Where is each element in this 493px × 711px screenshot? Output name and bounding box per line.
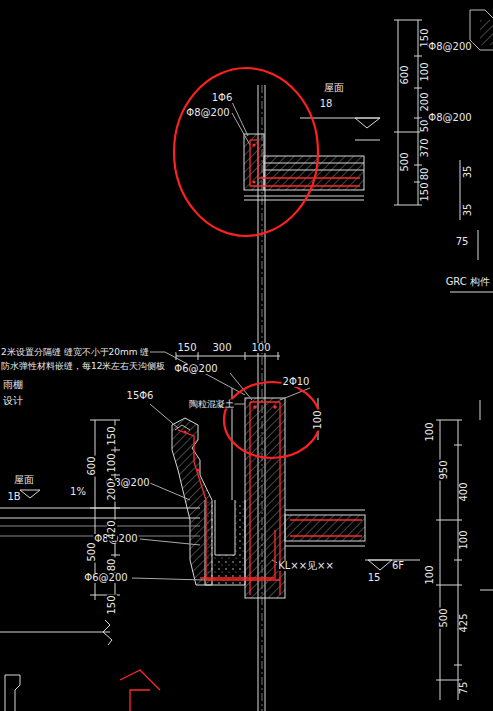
dimension-text: 370 [420,137,430,158]
dimension-text: 80 [107,558,117,573]
dimension-text: 100 [420,61,430,82]
annotation-text: GRC 构件 [445,277,491,287]
dimension-text: 500 [400,151,410,172]
annotation-text: Φ8@200 [427,113,472,123]
dimension-text: 600 [87,455,97,476]
dimension-text: 100 [107,452,117,473]
annotation-text: 6F [391,561,405,571]
annotation-text: 屋面 [13,475,35,485]
dimension-text: 80 [420,167,430,182]
annotation-text: 2Φ10 [282,377,311,387]
dimension-text: 400 [459,481,469,502]
annotation-text: Φ8@200 [427,42,472,52]
dimension-text: 35 [463,203,473,218]
dimension-text: 420 [107,519,117,540]
dimension-text: 150 [107,425,117,446]
dimension-text: 200 [107,480,117,501]
annotation-text: 100 [250,343,271,353]
annotation-text: 300 [211,343,232,353]
annotation-text: 雨棚 [2,380,24,390]
annotation-text: 75 [455,237,470,247]
dimension-text: 500 [87,541,97,562]
annotation-text: 屋面 [323,83,345,93]
annotation-text: 陶粒混凝土 [188,400,235,409]
annotation-text: 15 [367,573,382,583]
annotation-text: Φ6@200 [173,364,218,374]
annotation-text: Φ8@200 [185,108,230,118]
dimension-text: 100 [313,409,323,430]
annotation-text: 设计 [2,396,24,406]
annotation-text: 防水弹性材料嵌缝，每12米左右天沟侧板 [0,362,166,371]
annotation-text: Φ6@200 [83,573,128,583]
dimension-text: 100 [459,529,469,550]
dimension-text: 100 [425,421,435,442]
dimension-text: 150 [420,181,430,202]
dimension-text: 100 [425,564,435,585]
annotation-text: 1Φ6 [211,93,234,103]
annotation-text: KL××见×× [277,561,335,571]
dimension-text: 35 [463,165,473,180]
dimension-text: 425 [459,612,469,633]
annotation-text: 1B [6,492,21,502]
annotation-text: 15Φ6 [126,391,155,401]
annotation-text: 150 [176,343,197,353]
annotation-text: 18 [319,99,334,109]
dimension-text: 950 [439,459,449,480]
dimension-text: 200 [420,91,430,112]
dimension-text: 600 [400,64,410,85]
annotation-text: 2米设置分隔缝 缝宽不小于20mm 缝 [0,348,150,357]
annotation-text: 1% [69,487,87,497]
dimension-text: 500 [439,607,449,628]
dimension-text: 75 [459,681,469,696]
dimension-text: 150 [107,594,117,615]
